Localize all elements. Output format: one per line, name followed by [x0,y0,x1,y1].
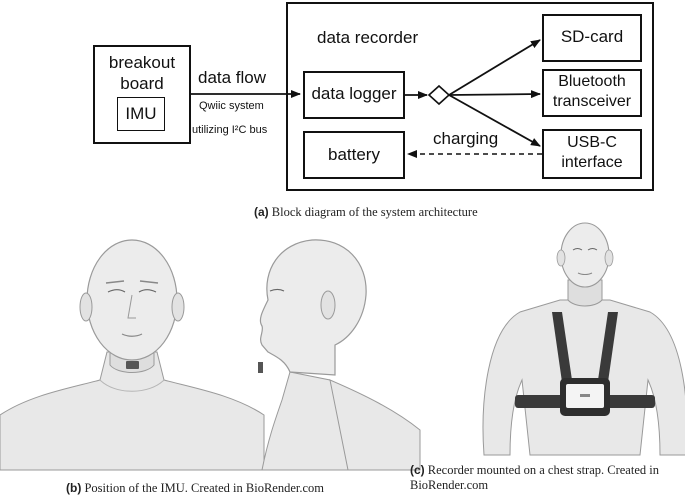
front-head-figure [0,239,265,471]
battery-box [303,131,405,179]
bluetooth-label: Bluetooth transceiver [552,73,632,110]
caption-b-tag: (b) [66,481,82,495]
imu-label: IMU [125,104,157,123]
imu-sensor-front [126,361,139,369]
torso-figure [482,222,685,456]
caption-c-text: Recorder mounted on a chest strap. Creat… [427,463,659,477]
caption-c-tag: (c) [410,463,425,477]
data-recorder-title: data recorder [317,28,419,47]
side-head-figure [258,239,421,471]
caption-b-text: Position of the IMU. Created in BioRende… [84,481,325,495]
caption-a-tag: (a) [254,205,269,219]
caption-a-text: Block diagram of the system architecture [271,205,478,219]
battery-label: battery [328,145,380,164]
qwiic-label: Qwiic system [199,100,264,112]
to-sd-card-arrow [448,39,541,96]
sd-card-box [542,14,642,62]
imu-box [117,97,165,131]
data-logger-label: data logger [311,84,397,103]
data-logger-box [303,71,405,119]
i2c-label: utilizing I²C bus [192,124,268,136]
caption-c: (c) Recorder mounted on a chest strap. C… [410,463,659,493]
caption-b: (b) Position of the IMU. Created in BioR… [66,481,324,496]
data-flow-label: data flow [198,68,267,87]
usbc-label: USB-C interface [561,134,623,171]
imu-sensor-side [258,362,263,373]
caption-a: (a) Block diagram of the system architec… [254,205,478,220]
charging-label: charging [433,129,499,148]
chest-strap [515,312,655,416]
caption-c-text-line2: BioRender.com [410,478,489,492]
to-bluetooth-arrow [448,90,541,99]
usbc-box [542,129,642,179]
bluetooth-box [542,69,642,117]
to-usbc-arrow [448,94,541,147]
breakout-board-label: breakout board [108,53,176,93]
sd-card-label: SD-card [560,27,624,46]
